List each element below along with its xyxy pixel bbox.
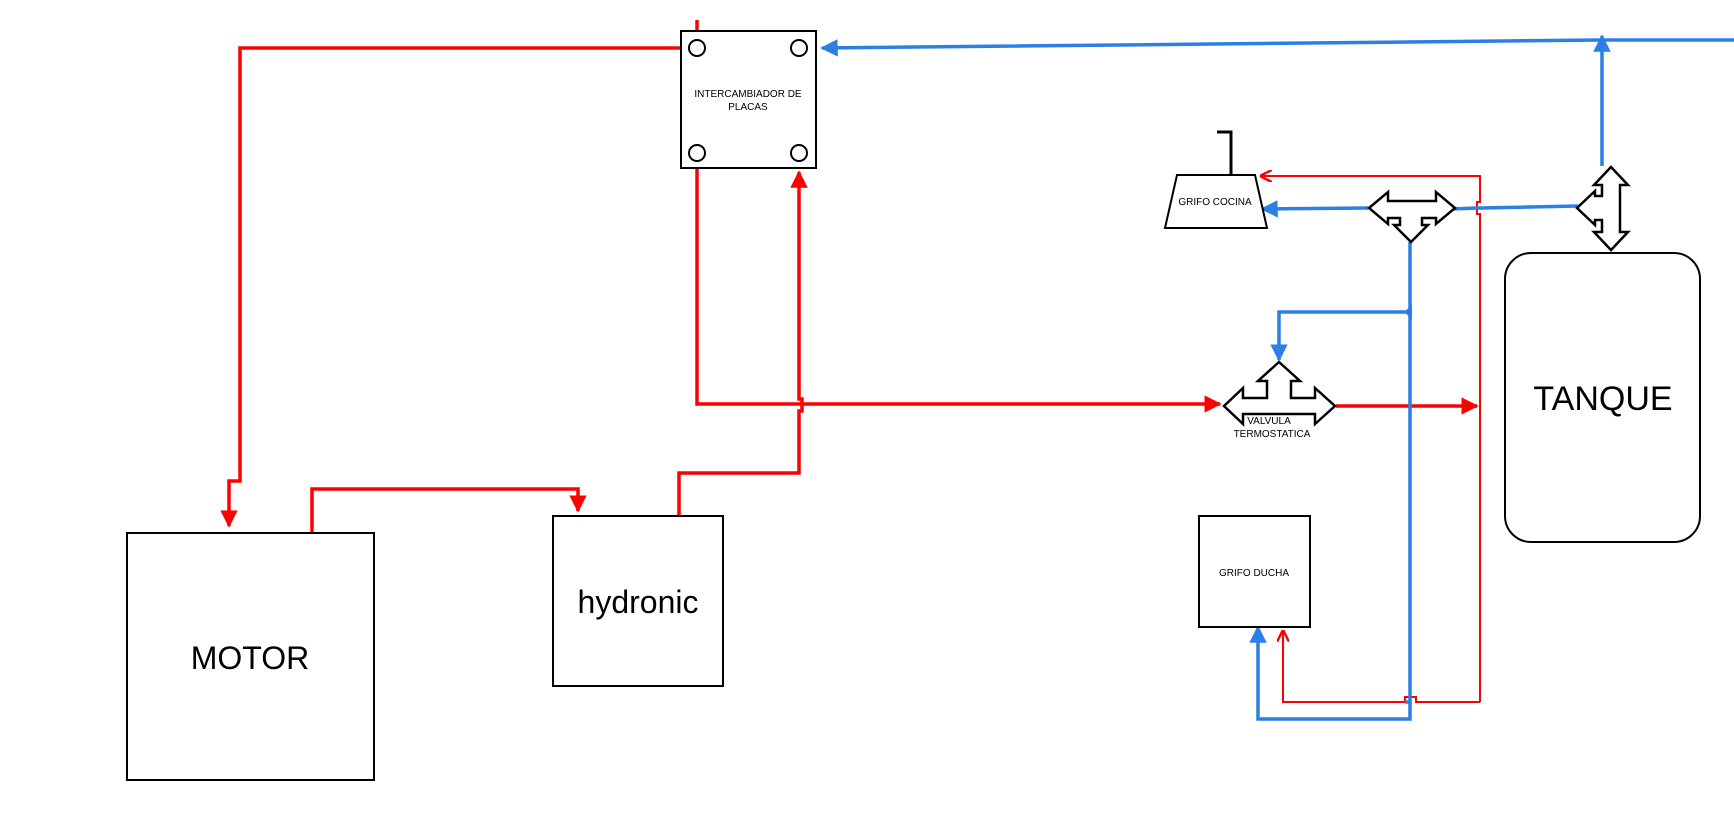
exchanger-to-valve-line bbox=[695, 163, 1222, 413]
hot-to-shower-tap-line bbox=[1283, 631, 1480, 703]
intercambiador-de-placas: INTERCAMBIADOR DE PLACAS bbox=[680, 30, 817, 169]
cold-water-lines bbox=[820, 34, 1734, 721]
intercambiador-label-line1: INTERCAMBIADOR DE bbox=[694, 89, 802, 100]
kitchen-tap-spout bbox=[1217, 130, 1233, 175]
valvula-label-line1: VALVULA bbox=[1247, 416, 1291, 427]
hot-to-kitchen-tap-line bbox=[1261, 176, 1481, 702]
exchanger-port-top-right bbox=[790, 39, 808, 57]
grifo-cocina-label: GRIFO COCINA bbox=[1178, 197, 1252, 208]
grifo-cocina: GRIFO COCINA bbox=[1163, 130, 1269, 229]
exchanger-port-bottom-left bbox=[688, 144, 706, 162]
grifo-ducha-label: GRIFO DUCHA bbox=[1219, 568, 1289, 579]
tank-valve-to-kitchen-valve-line bbox=[1451, 204, 1579, 211]
motor-box: MOTOR bbox=[126, 532, 375, 781]
hot-water-lines bbox=[220, 20, 1479, 533]
hydronic-label: hydronic bbox=[578, 584, 699, 620]
kitchen-valve-to-tap-line bbox=[1260, 200, 1369, 218]
kitchen-tap-body bbox=[1163, 174, 1269, 229]
exchanger-port-top-left bbox=[688, 39, 706, 57]
tanque-label: TANQUE bbox=[1533, 380, 1672, 418]
tanque: TANQUE bbox=[1504, 252, 1701, 543]
valvula-termostatica: VALVULA TERMOSTATICA bbox=[1222, 360, 1337, 440]
thermostatic-valve-shape bbox=[1222, 360, 1337, 427]
hydronic-to-exchanger-line bbox=[677, 170, 808, 516]
exchanger-to-motor-line bbox=[220, 46, 682, 528]
trunk-flow-arrowhead bbox=[1404, 305, 1412, 319]
hydronic-box: hydronic bbox=[552, 515, 724, 687]
motor-label: MOTOR bbox=[191, 640, 310, 676]
kitchen-3way-valve bbox=[1367, 189, 1457, 244]
grifo-ducha: GRIFO DUCHA bbox=[1198, 515, 1311, 628]
motor-to-hydronic-line bbox=[310, 487, 587, 533]
intercambiador-label-line2: PLACAS bbox=[728, 102, 768, 113]
valvula-label-line2: TERMOSTATICA bbox=[1234, 429, 1311, 440]
cold-to-shower-tap-line bbox=[1249, 625, 1412, 721]
exchanger-port-bottom-right bbox=[790, 144, 808, 162]
tank-3way-valve bbox=[1575, 165, 1631, 252]
cold-main-to-exchanger-line bbox=[820, 38, 1734, 57]
cold-to-valve-line bbox=[1270, 310, 1410, 362]
hot-water-branch-lines bbox=[1261, 176, 1481, 703]
